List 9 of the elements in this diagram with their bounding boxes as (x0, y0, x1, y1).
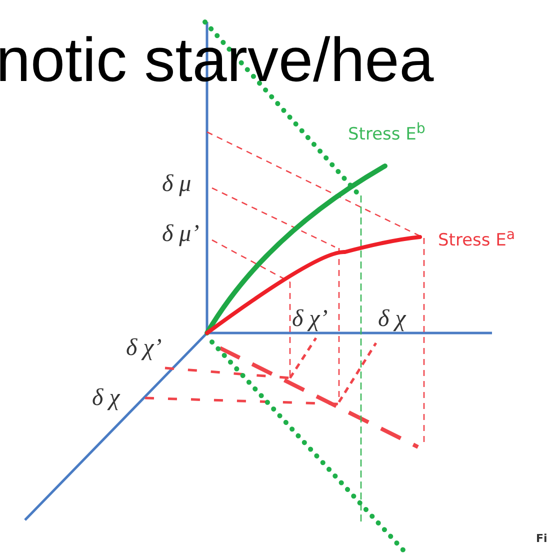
axis-label: δ μ (162, 172, 192, 196)
axis-label: δ χ (92, 386, 120, 410)
caption-text: Fi (536, 533, 548, 544)
axis-label: δ χ’ (126, 336, 162, 360)
axis-label: δ μ’ (162, 222, 200, 246)
curve-label: Stress E$^{a}$ (438, 228, 516, 250)
curve-label: Stress E$^{b}$ (348, 122, 426, 144)
axis-label: δ χ’ (292, 307, 328, 331)
axis-label: δ χ (378, 307, 406, 331)
